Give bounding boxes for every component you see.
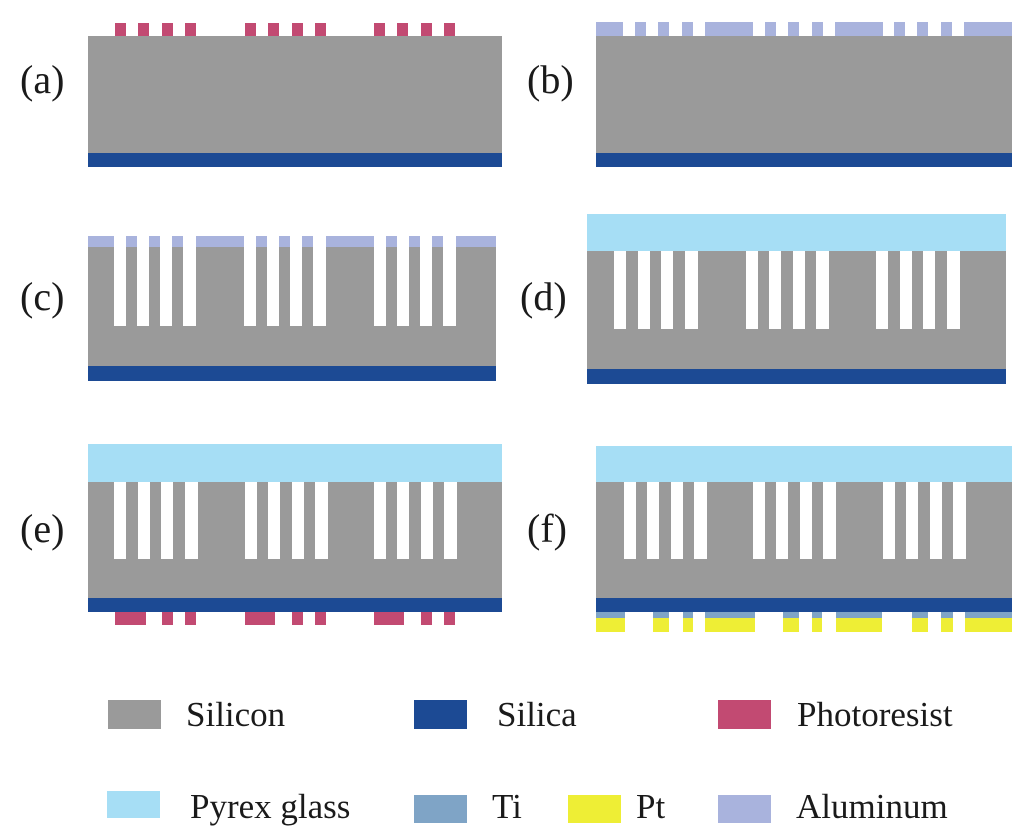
legend-swatch-aluminum [718,795,771,823]
panel-label: (f) [527,506,567,551]
panel-c: (c) [20,236,496,381]
etched-trenches [114,482,457,559]
photoresist-pattern [115,612,455,625]
silica-layer [596,598,1012,612]
legend-label-pt: Pt [636,787,665,826]
legend-swatch-pt [568,795,621,823]
pyrex-glass-layer [587,214,1006,251]
legend-label-silica: Silica [497,695,577,734]
pyrex-glass-layer [596,446,1012,482]
legend: Silicon Silica Photoresist Pyrex glass T… [107,695,953,826]
silica-layer [596,153,1012,167]
photoresist-pattern [115,23,455,36]
silica-layer [587,369,1006,384]
pt-electrode-layer [596,618,1012,632]
etched-trenches [114,236,456,326]
ti-electrode-layer [596,612,1012,618]
legend-swatch-photoresist [718,700,771,729]
pyrex-glass-layer [88,444,502,482]
panel-b: (b) [527,22,1012,167]
aluminum-mask [596,22,1012,36]
etched-trenches [614,251,960,329]
legend-label-photoresist: Photoresist [797,695,953,734]
silica-layer [88,366,496,381]
legend-swatch-silica [414,700,467,729]
silicon-substrate [596,36,1012,154]
silica-layer [88,598,502,612]
panel-label: (d) [520,274,567,319]
legend-label-aluminum: Aluminum [796,787,948,826]
legend-label-pyrex-glass: Pyrex glass [190,787,350,826]
silica-layer [88,153,502,167]
silicon-substrate [88,36,502,154]
panel-label: (e) [20,506,64,551]
panel-e: (e) [20,444,502,625]
legend-swatch-ti [414,795,467,823]
legend-swatch-silicon [108,700,161,729]
legend-swatch-pyrex-glass [107,791,160,818]
aluminum-mask [88,236,496,247]
panel-f: (f) [527,446,1012,632]
legend-label-ti: Ti [492,787,522,826]
etched-trenches [624,482,966,559]
panel-label: (a) [20,57,64,102]
panel-d: (d) [520,214,1006,384]
panel-a: (a) [20,23,502,167]
legend-label-silicon: Silicon [186,695,285,734]
panel-label: (b) [527,57,574,102]
panel-label: (c) [20,274,64,319]
